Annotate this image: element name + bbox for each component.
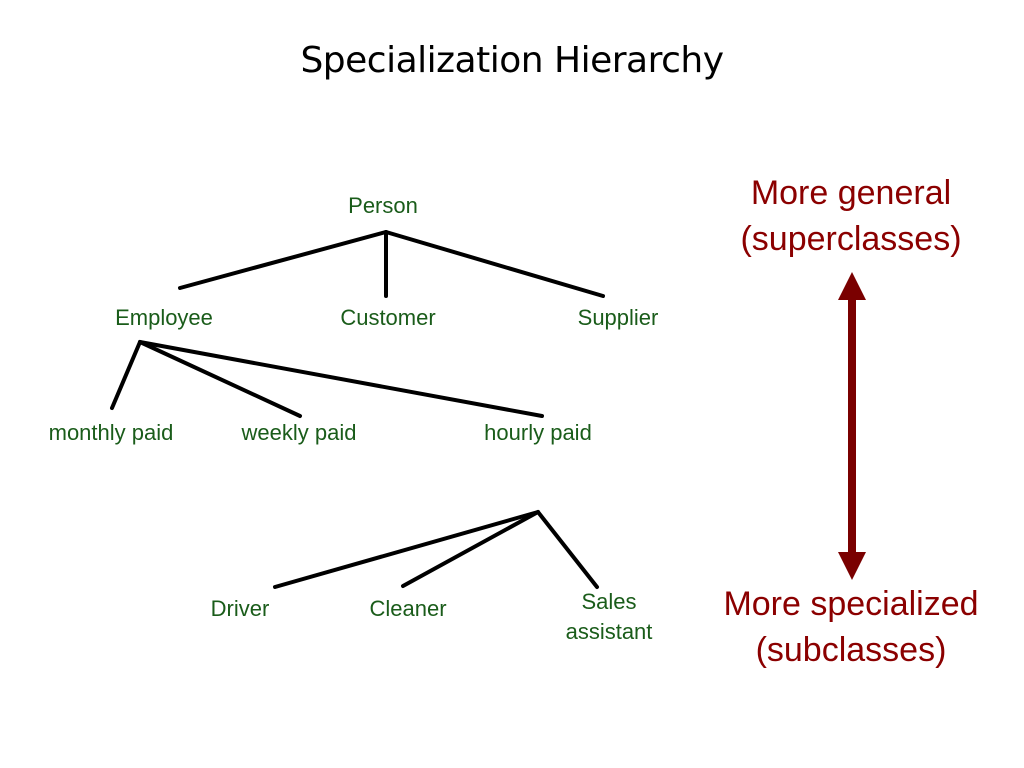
node-driver: Driver (210, 596, 270, 621)
more-general-line1: More general (750, 174, 952, 212)
edge-employee-hourly (138, 340, 544, 418)
edge-person-employee (178, 230, 388, 290)
double-arrow-icon (838, 272, 866, 580)
node-sales-assistant-line2: assistant (565, 619, 653, 644)
node-employee: Employee (115, 305, 213, 330)
edge-hourly-cleaner (401, 510, 540, 588)
node-sales-assistant-line1: Sales (581, 589, 637, 614)
more-specialized-line2: (subclasses) (755, 631, 947, 669)
node-monthly-paid: monthly paid (48, 420, 174, 445)
more-general-line2: (superclasses) (740, 220, 962, 258)
node-weekly-paid: weekly paid (241, 420, 357, 445)
more-general-label: More general (superclasses) (740, 170, 961, 262)
edge-person-supplier (384, 230, 605, 298)
more-specialized-line1: More specialized (723, 585, 979, 623)
more-specialized-label: More specialized (subclasses) (723, 581, 978, 673)
node-supplier: Supplier (577, 305, 659, 330)
node-cleaner: Cleaner (369, 596, 447, 621)
node-person: Person (348, 193, 418, 218)
edge-employee-weekly (138, 340, 302, 418)
node-hourly-paid: hourly paid (484, 420, 592, 445)
edge-employee-monthly (110, 340, 142, 410)
node-sales-assistant: Sales assistant (566, 587, 653, 647)
edge-hourly-sales (536, 510, 599, 589)
edge-hourly-driver (273, 510, 540, 589)
page-title: Specialization Hierarchy (300, 40, 724, 81)
node-customer: Customer (340, 305, 436, 330)
